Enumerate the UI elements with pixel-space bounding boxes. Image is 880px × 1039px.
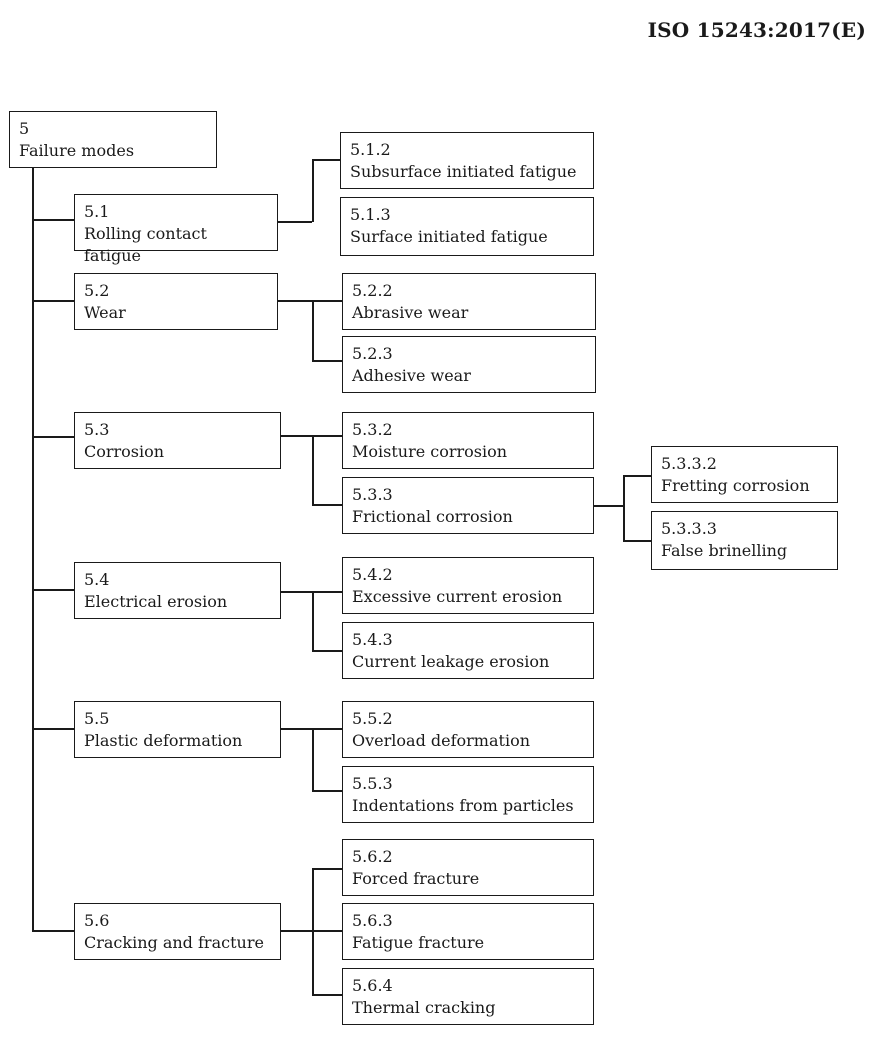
connector — [312, 728, 314, 791]
node-label: Excessive current erosion — [352, 587, 563, 606]
node-label: Cracking and fracture — [84, 933, 264, 952]
node-5-6-2: 5.6.2 Forced fracture — [342, 839, 594, 896]
node-number: 5.2.2 — [352, 281, 393, 300]
node-5-4-3: 5.4.3 Current leakage erosion — [342, 622, 594, 679]
node-label: Subsurface initiated fatigue — [350, 162, 577, 181]
node-label: Plastic deformation — [84, 731, 243, 750]
node-5-3-2: 5.3.2 Moisture corrosion — [342, 412, 594, 469]
node-label: Adhesive wear — [352, 366, 471, 385]
node-label: Fretting corrosion — [661, 476, 810, 495]
node-label: Frictional corrosion — [352, 507, 513, 526]
node-number: 5.3.2 — [352, 420, 393, 439]
node-5-3-3-2: 5.3.3.2 Fretting corrosion — [651, 446, 838, 503]
node-label: Current leakage erosion — [352, 652, 550, 671]
node-5-1-3: 5.1.3 Surface initiated fatigue — [340, 197, 594, 256]
node-5-5-3: 5.5.3 Indentations from particles — [342, 766, 594, 823]
connector — [32, 436, 74, 438]
document-header: ISO 15243:2017(E) — [647, 18, 866, 42]
node-5-6-4: 5.6.4 Thermal cracking — [342, 968, 594, 1025]
node-5-1-2: 5.1.2 Subsurface initiated fatigue — [340, 132, 594, 189]
node-5-2-3: 5.2.3 Adhesive wear — [342, 336, 596, 393]
node-5-5-2: 5.5.2 Overload deformation — [342, 701, 594, 758]
node-number: 5.6.3 — [352, 911, 393, 930]
node-label: Electrical erosion — [84, 592, 228, 611]
node-number: 5.6.2 — [352, 847, 393, 866]
connector — [623, 475, 625, 541]
node-number: 5.6 — [84, 911, 110, 930]
node-5-4: 5.4 Electrical erosion — [74, 562, 281, 619]
connector — [312, 300, 314, 361]
connector — [312, 790, 343, 792]
node-number: 5.6.4 — [352, 976, 393, 995]
connector — [594, 505, 624, 507]
node-label: Overload deformation — [352, 731, 530, 750]
node-number: 5 — [19, 119, 30, 138]
node-5: 5 Failure modes — [9, 111, 217, 168]
connector — [312, 591, 314, 651]
node-label: False brinelling — [661, 541, 788, 560]
connector — [623, 475, 652, 477]
connector — [277, 300, 343, 302]
connector — [312, 159, 341, 161]
node-number: 5.4 — [84, 570, 110, 589]
node-number: 5.5.2 — [352, 709, 393, 728]
node-label: Wear — [84, 303, 126, 322]
node-number: 5.1 — [84, 202, 110, 221]
node-number: 5.3 — [84, 420, 110, 439]
connector — [32, 728, 74, 730]
node-label: Abrasive wear — [352, 303, 469, 322]
node-label: Rolling contact fatigue — [84, 224, 207, 265]
node-5-3-3: 5.3.3 Frictional corrosion — [342, 477, 594, 534]
connector — [312, 159, 314, 222]
node-5-3: 5.3 Corrosion — [74, 412, 281, 469]
node-5-6-3: 5.6.3 Fatigue fracture — [342, 903, 594, 960]
node-label: Fatigue fracture — [352, 933, 485, 952]
connector — [32, 589, 74, 591]
node-number: 5.2.3 — [352, 344, 393, 363]
node-number: 5.3.3.3 — [661, 519, 717, 538]
node-number: 5.1.2 — [350, 140, 391, 159]
connector — [312, 868, 343, 870]
node-number: 5.1.3 — [350, 205, 391, 224]
node-label: Failure modes — [19, 141, 135, 160]
connector — [280, 930, 343, 932]
trunk-line — [32, 167, 34, 931]
node-number: 5.4.2 — [352, 565, 393, 584]
node-number: 5.4.3 — [352, 630, 393, 649]
node-label: Moisture corrosion — [352, 442, 508, 461]
node-5-3-3-3: 5.3.3.3 False brinelling — [651, 511, 838, 570]
connector — [312, 650, 343, 652]
connector — [312, 868, 314, 995]
node-label: Corrosion — [84, 442, 165, 461]
connector — [280, 591, 343, 593]
node-number: 5.3.3 — [352, 485, 393, 504]
connector — [312, 435, 314, 505]
connector — [280, 728, 343, 730]
connector — [32, 219, 74, 221]
node-5-2: 5.2 Wear — [74, 273, 278, 330]
connector — [312, 504, 343, 506]
connector — [32, 300, 74, 302]
node-label: Forced fracture — [352, 869, 480, 888]
connector — [623, 540, 652, 542]
connector — [32, 930, 74, 932]
node-label: Surface initiated fatigue — [350, 227, 548, 246]
node-label: Indentations from particles — [352, 796, 574, 815]
node-label: Thermal cracking — [352, 998, 496, 1017]
node-5-2-2: 5.2.2 Abrasive wear — [342, 273, 596, 330]
node-number: 5.2 — [84, 281, 110, 300]
connector — [312, 360, 343, 362]
connector — [277, 221, 312, 223]
node-number: 5.3.3.2 — [661, 454, 717, 473]
connector — [280, 435, 343, 437]
node-5-5: 5.5 Plastic deformation — [74, 701, 281, 758]
node-5-6: 5.6 Cracking and fracture — [74, 903, 281, 960]
node-5-4-2: 5.4.2 Excessive current erosion — [342, 557, 594, 614]
connector — [312, 994, 343, 996]
node-5-1: 5.1 Rolling contact fatigue — [74, 194, 278, 265]
node-number: 5.5.3 — [352, 774, 393, 793]
node-number: 5.5 — [84, 709, 110, 728]
